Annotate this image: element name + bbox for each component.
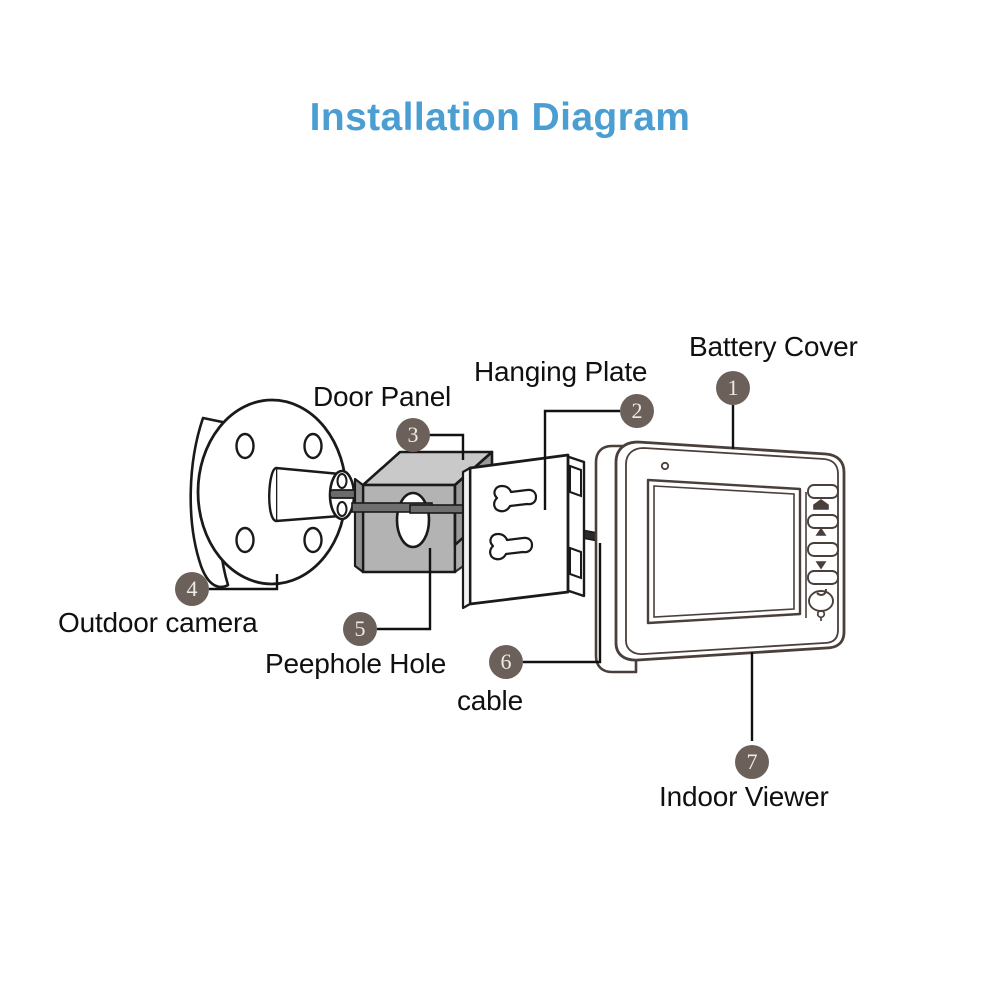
callout-label-battery-cover: Battery Cover <box>689 331 858 362</box>
keyhole-slot <box>489 532 534 561</box>
leader-line-4 <box>209 574 279 591</box>
page-title: Installation Diagram <box>309 96 691 139</box>
screw-hole <box>235 526 255 554</box>
camera-icon <box>813 499 829 510</box>
callout-badge-6: 6 <box>489 645 523 679</box>
callout-label-door-panel: Door Panel <box>313 381 452 412</box>
viewer-button-down <box>807 542 839 557</box>
callout-label-outdoor-camera: Outdoor camera <box>58 607 258 638</box>
indoor-viewer-monitor <box>594 440 846 674</box>
return-arrow-icon <box>816 588 827 596</box>
screen <box>653 485 795 618</box>
viewer-button-up <box>807 514 839 529</box>
screw-hole <box>303 432 323 460</box>
callout-label-hanging-plate: Hanging Plate <box>474 356 648 387</box>
callout-label-cable: cable <box>457 685 523 716</box>
callout-badge-5: 5 <box>343 612 377 646</box>
arrow-down-icon <box>815 561 827 570</box>
screw-hole <box>303 526 323 554</box>
viewer-button-back <box>807 570 839 585</box>
viewer-button-capture <box>807 484 839 499</box>
callout-badge-7: 7 <box>735 745 769 779</box>
callout-badge-4: 4 <box>175 572 209 606</box>
barrel-screw <box>329 489 359 499</box>
keyhole-slot <box>493 484 538 513</box>
callout-label-peephole-hole: Peephole Hole <box>265 648 447 679</box>
outdoor-camera-plate <box>189 398 359 589</box>
arrow-up-icon <box>815 527 827 536</box>
callout-badge-2: 2 <box>620 394 654 428</box>
callout-badge-1: 1 <box>716 371 750 405</box>
peephole-bore <box>395 491 431 549</box>
leader-line-5 <box>377 548 432 631</box>
hanging-plate <box>461 453 586 610</box>
leader-lines <box>209 405 754 741</box>
camera-lens-dot <box>660 461 670 471</box>
leader-line-6 <box>523 543 602 664</box>
button-glyph-group <box>813 499 829 621</box>
leader-line-2 <box>543 409 620 510</box>
screw-hole <box>235 432 255 460</box>
callout-badge-3: 3 <box>396 418 430 452</box>
callout-label-indoor-viewer: Indoor Viewer <box>659 781 829 812</box>
